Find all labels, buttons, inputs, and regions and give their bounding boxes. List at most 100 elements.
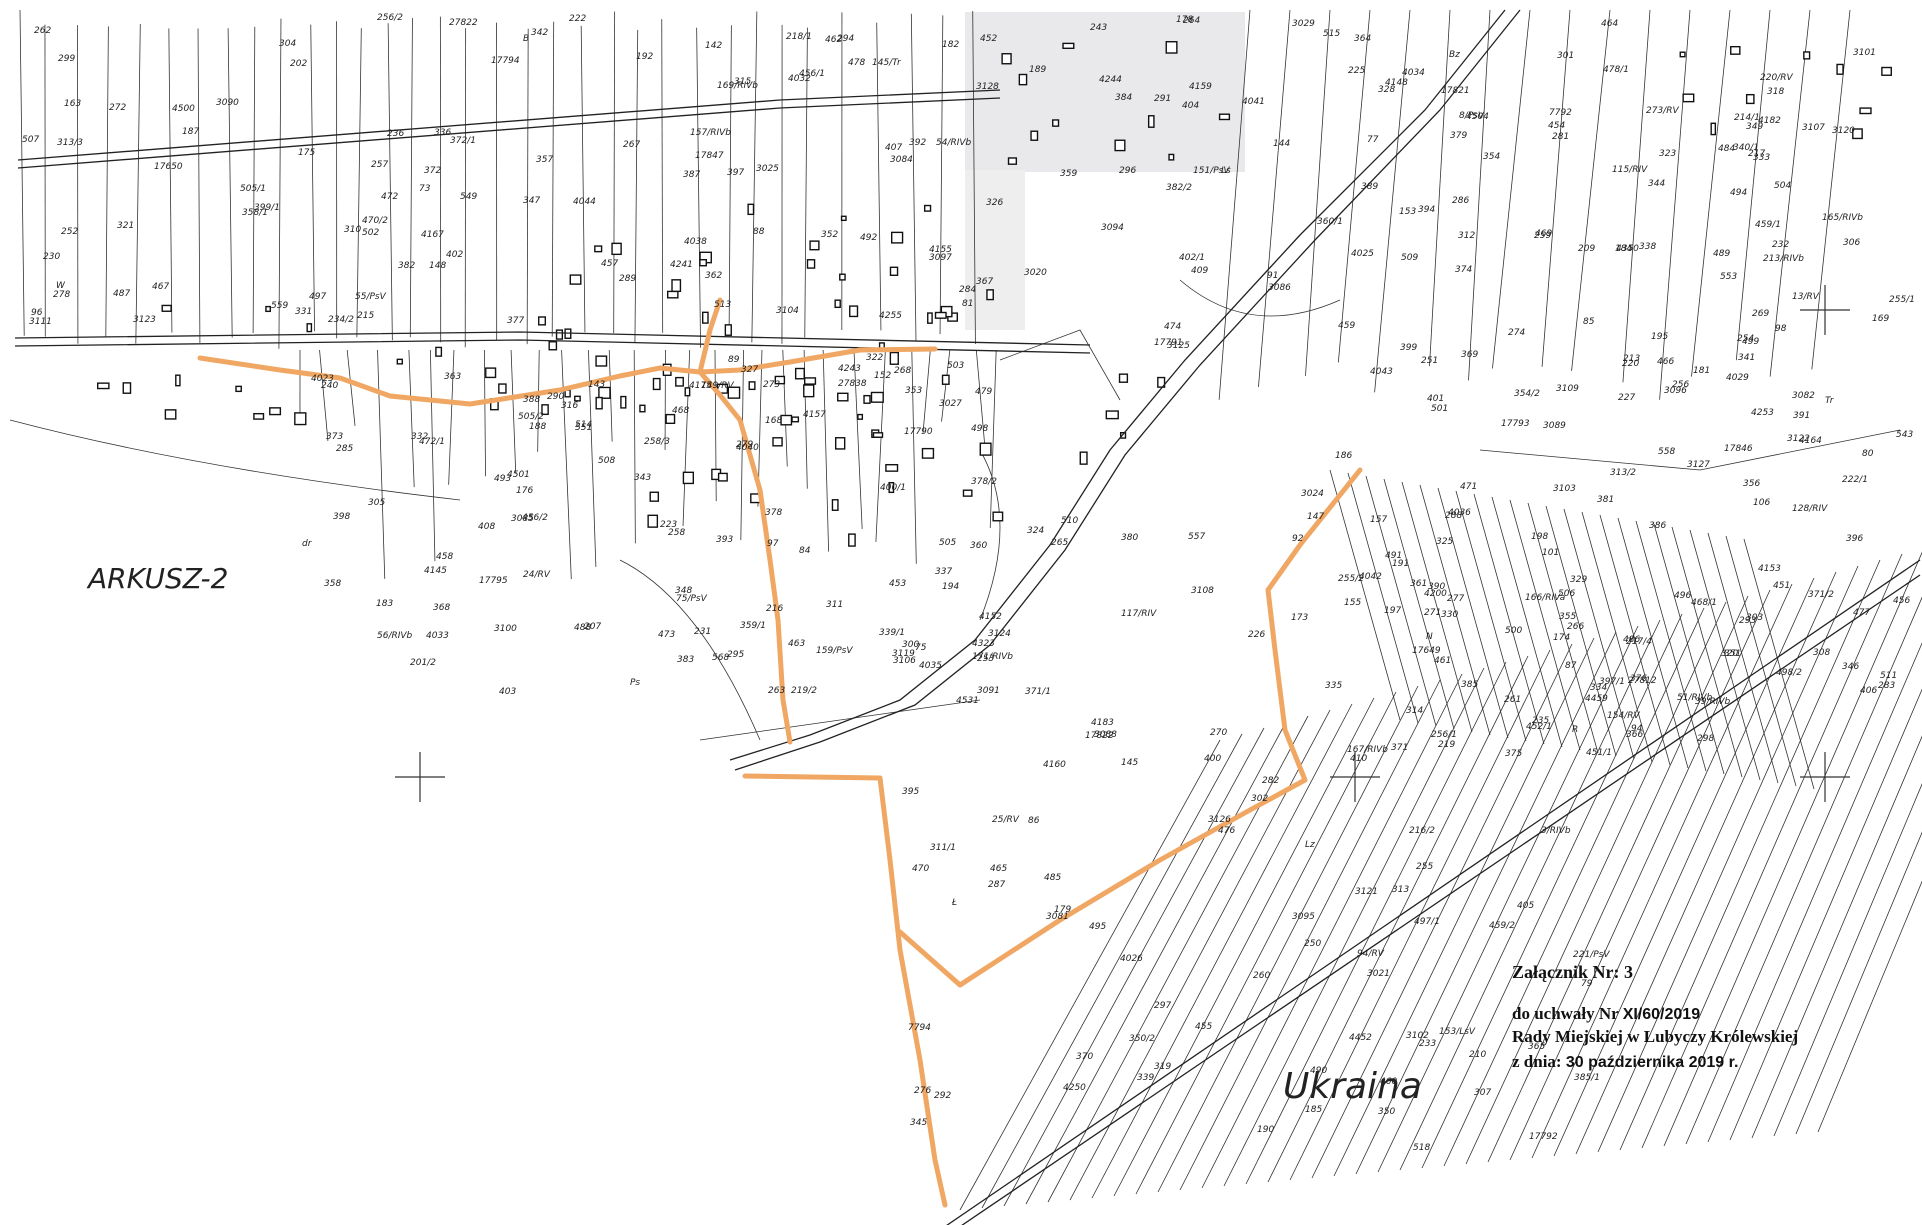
parcel-label: 518 (1413, 1143, 1430, 1153)
parcel-label: 169 (1872, 314, 1889, 324)
parcel-label: 350/2 (1129, 1034, 1155, 1044)
parcel-label: 4152 (979, 612, 1002, 622)
parcel-label: 253 (977, 654, 994, 664)
parcel-label: N (1426, 632, 1433, 642)
parcel-label: 4501 (507, 470, 530, 480)
parcel-label: 191 (1392, 559, 1409, 569)
parcel-label: 318 (1767, 87, 1784, 97)
parcel-label: 478/1 (1603, 65, 1629, 75)
parcel-label: 314 (1406, 706, 1423, 716)
parcel-label: 221/PsV (1573, 950, 1610, 960)
parcel-label: 267 (623, 140, 640, 150)
parcel-label: 294 (837, 34, 854, 44)
parcel-label: 218/1 (786, 32, 812, 42)
parcel-label: 307 (1474, 1088, 1491, 1098)
parcel-label: 223 (660, 520, 677, 530)
parcel-label: 452 (980, 34, 997, 44)
parcel-label: 316 (561, 401, 578, 411)
parcel-label: 3025 (756, 164, 779, 174)
parcel-label: 495 (1089, 922, 1106, 932)
parcel-label: 3124 (988, 629, 1011, 639)
parcel-label: 279 (736, 440, 753, 450)
parcel-label: 476 (1218, 826, 1235, 836)
parcel-label: 142 (705, 41, 722, 51)
annex-resolution-line: do uchwały Nr XI/60/2019 (1512, 1004, 1700, 1024)
parcel-label: 374 (1455, 265, 1472, 275)
parcel-label: Bz (1449, 50, 1460, 60)
parcel-label: 268 (894, 366, 911, 376)
parcel-label: 377 (507, 316, 524, 326)
parcel-label: 330 (1441, 610, 1458, 620)
parcel-label: 80 (1862, 449, 1874, 459)
parcel-label: 3086 (1268, 283, 1291, 293)
parcel-label: 321 (117, 221, 134, 231)
country-label: Ukraina (1283, 1066, 1422, 1107)
parcel-label: 3091 (977, 686, 1000, 696)
parcel-label: 281 (1552, 132, 1569, 142)
parcel-label: 456/2 (522, 513, 548, 523)
parcel-label: 257 (371, 160, 388, 170)
parcel-label: 189 (1029, 65, 1046, 75)
parcel-label: 357 (536, 155, 553, 165)
parcel-label: 4164 (1799, 436, 1822, 446)
parcel-label: 179 (1054, 905, 1071, 915)
parcel-label: 306 (1843, 238, 1860, 248)
parcel-label: 81 (962, 299, 973, 309)
parcel-label: 273/RV (1646, 106, 1679, 116)
parcel-label: 551 (575, 423, 592, 433)
annex-date-prefix: z dnia: (1512, 1052, 1562, 1071)
parcel-label: 304 (279, 39, 296, 49)
parcel-label: 464 (1601, 19, 1618, 29)
parcel-label: 477 (1853, 608, 1870, 618)
parcel-label: 392 (909, 138, 926, 148)
parcel-label: 485 (1044, 873, 1061, 883)
parcel-label: 490 (1310, 1066, 1327, 1076)
parcel-label: 3097 (929, 253, 952, 263)
parcel-label: 153 (1399, 207, 1416, 217)
parcel-label: 159/PsV (816, 646, 853, 656)
parcel-label: 213 (1623, 354, 1640, 364)
parcel-label: 3084 (890, 155, 913, 165)
parcel-label: 333 (1753, 153, 1770, 163)
parcel-label: 284 (959, 285, 976, 295)
parcel-label: 461 (1434, 656, 1451, 666)
parcel-label: 558 (1658, 447, 1675, 457)
parcel-label: 313/2 (1610, 468, 1636, 478)
parcel-label: 3100 (494, 624, 517, 634)
parcel-label: 217 (1748, 149, 1765, 159)
parcel-label: 4026 (1120, 954, 1143, 964)
parcel-label: 469 (1535, 229, 1552, 239)
parcel-label: 128/RIV (1792, 504, 1828, 514)
parcel-label: 54/RIVb (936, 138, 972, 148)
parcel-label: 115/RIV (1612, 165, 1648, 175)
parcel-label: 324 (1027, 526, 1044, 536)
parcel-label: 88 (753, 227, 765, 237)
annex-resolution-number: XI/60/2019 (1622, 1006, 1701, 1023)
parcel-label: 451/1 (1586, 748, 1612, 758)
parcel-label: 17649 (1412, 646, 1441, 656)
parcel-label: 505/1 (240, 184, 266, 194)
parcel-label: 319 (1154, 1062, 1171, 1072)
parcel-label: Ls (1221, 166, 1231, 176)
parcel-label: 17821 (1441, 86, 1470, 96)
parcel-label: 391 (1793, 411, 1810, 421)
parcel-label: 559 (271, 301, 288, 311)
parcel-label: 404 (1182, 101, 1199, 111)
parcel-label: 397/1 (1599, 677, 1625, 687)
parcel-label: 339 (1137, 1073, 1154, 1083)
parcel-label: 505/2 (518, 412, 544, 422)
parcel-label: 263 (768, 686, 785, 696)
parcel-label: 468 (672, 406, 689, 416)
parcel-label: 209 (1578, 244, 1595, 254)
parcel-label: 507 (22, 135, 39, 145)
parcel-label: 3096 (1664, 386, 1687, 396)
parcel-label: 402/1 (1179, 253, 1205, 263)
parcel-label: 478 (848, 58, 865, 68)
parcel-label: 227 (1618, 393, 1635, 403)
parcel-label: 3081 (1046, 912, 1069, 922)
parcel-label: 233 (1419, 1039, 1436, 1049)
parcel-label: 145 (1121, 758, 1138, 768)
parcel-label: 410 (1350, 754, 1367, 764)
parcel-label: 370 (1076, 1052, 1093, 1062)
